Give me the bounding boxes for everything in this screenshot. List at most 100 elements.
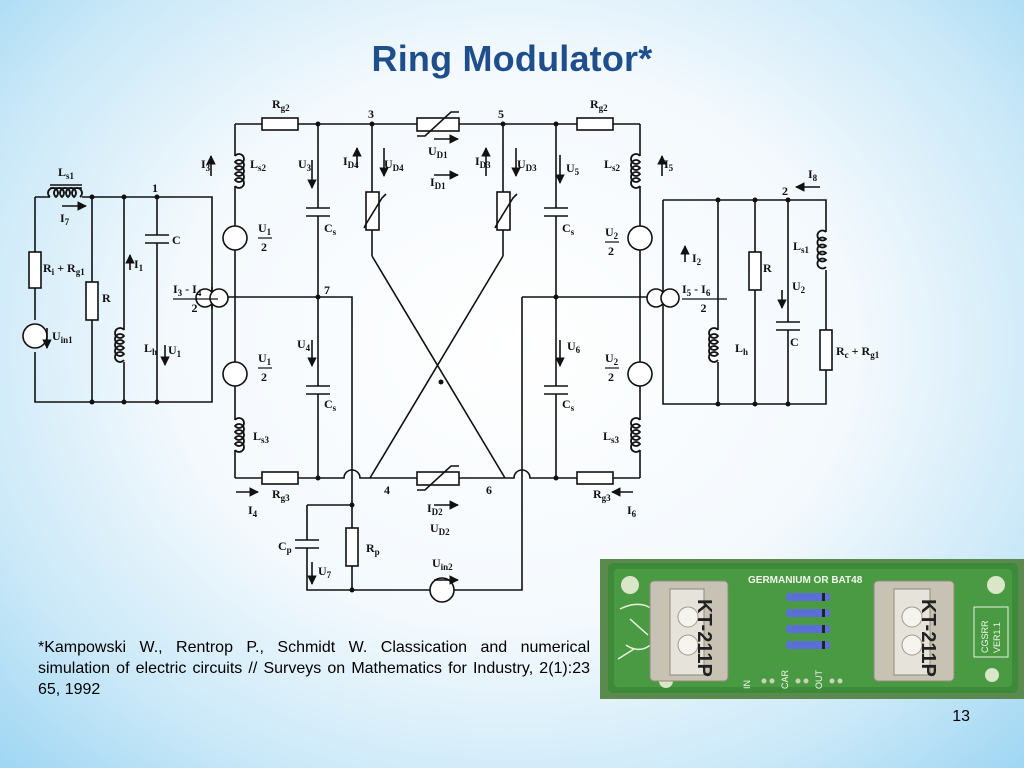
transformer-right-label: KT-211P (917, 599, 939, 677)
transformer-left: KT-211P (649, 580, 729, 682)
side-label-2: VER1.1 (992, 622, 1002, 653)
fraction-denominator-u2half-top: 2 (608, 244, 614, 258)
label-rg3-left: Rg3 (272, 487, 290, 503)
inductor-lh-left (114, 327, 126, 363)
inductor-ls1-right (816, 229, 828, 270)
capacitor-cp (295, 539, 319, 549)
label-c-right: C (790, 335, 799, 349)
label-rc-rg1: Rc + Rg1 (836, 344, 880, 360)
label-id3: ID3 (475, 154, 491, 170)
inductor-ls3-right (630, 417, 642, 453)
voltage-source-u1-top (222, 225, 248, 251)
label-node-4: 4 (384, 483, 390, 497)
inductors (47, 153, 828, 453)
label-uin2: Uin2 (432, 556, 453, 572)
label-ls3-left: Ls3 (253, 429, 270, 445)
capacitor-cs-tl (306, 207, 330, 217)
inductor-ls2-left (233, 153, 245, 189)
resistor-rg3-left (261, 471, 299, 485)
label-u6: U6 (567, 339, 581, 355)
label-i5: I5 (664, 157, 674, 173)
fraction-denominator-u1half-top: 2 (261, 240, 267, 254)
sources (22, 225, 680, 603)
board-diodes (786, 593, 830, 649)
inductor-ls2-right (630, 153, 642, 189)
label-ri-rg1: Ri + Rg1 (43, 261, 85, 277)
capacitor-c-left (145, 234, 169, 244)
pin-label-out: OUT (814, 670, 824, 690)
label-ud2: UD2 (430, 521, 450, 537)
footnote-citation: *Kampowski W., Rentrop P., Schmidt W. Cl… (38, 639, 590, 698)
label-uin1: Uin1 (52, 329, 73, 345)
label-u2: U2 (792, 279, 806, 295)
label-id2: ID2 (427, 501, 443, 517)
voltage-source-u2-bottom (627, 361, 653, 387)
slide-title: Ring Modulator* (371, 38, 653, 79)
fraction-denominator-i3-i4: 2 (192, 301, 198, 315)
voltage-source-u1-bottom (222, 361, 248, 387)
label-node-6: 6 (486, 483, 492, 497)
label-i5-i6: I5 - I6 (682, 282, 711, 298)
ring-modulator-board-photo: GERMANIUM OR BAT48 KT-211P KT-211P IN CA… (600, 559, 1024, 699)
inductor-ls1-left (47, 187, 83, 199)
label-ls3-right: Ls3 (603, 429, 620, 445)
label-u7: U7 (318, 564, 332, 580)
label-u1half-bot: U1 (258, 351, 272, 367)
label-ud3: UD3 (517, 157, 537, 173)
voltage-source-uin1 (22, 323, 48, 349)
transformer-right: KT-211P (873, 580, 955, 682)
label-cs-tr: Cs (562, 221, 575, 237)
voltage-source-uin2 (429, 577, 455, 603)
label-rg2-left: Rg2 (272, 97, 290, 113)
resistor-r-right (748, 251, 762, 291)
capacitor-cs-bl (306, 385, 330, 395)
label-node-2: 2 (782, 184, 788, 198)
label-rp: Rp (366, 541, 380, 557)
node-dots (89, 121, 791, 593)
label-cs-bl: Cs (324, 397, 337, 413)
label-i4: I4 (248, 503, 258, 519)
label-i6: I6 (627, 503, 637, 519)
resistor-ri-rg1 (28, 251, 42, 289)
label-node-1: 1 (152, 181, 158, 195)
label-node-7: 7 (324, 283, 330, 297)
resistor-rp (345, 527, 359, 567)
side-label-1: CGSRR (980, 620, 990, 653)
label-ud4: UD4 (384, 157, 404, 173)
label-i1: I1 (134, 257, 144, 273)
label-ud1: UD1 (428, 144, 448, 160)
resistor-rc-rg1 (819, 329, 833, 371)
pin-label-car: CAR (780, 669, 790, 689)
label-r-right: R (763, 261, 772, 275)
resistor-rg2-left (261, 117, 299, 131)
transformer-left-label: KT-211P (693, 599, 715, 677)
label-cs-br: Cs (562, 397, 575, 413)
label-i2: I2 (692, 251, 702, 267)
label-lh-left: Lh (144, 341, 157, 357)
label-u3: U3 (298, 157, 312, 173)
diode-d3 (494, 191, 518, 231)
label-i8: I8 (808, 167, 818, 183)
label-node-5: 5 (498, 107, 504, 121)
resistor-rg3-right (576, 471, 614, 485)
label-u4: U4 (297, 337, 311, 353)
inductor-lh-right (708, 327, 720, 363)
label-ls1-left: Ls1 (58, 165, 75, 181)
label-ls1-right: Ls1 (793, 239, 810, 255)
label-cs-tl: Cs (324, 221, 337, 237)
fraction-denominator-u2half-bot: 2 (608, 370, 614, 384)
label-r-left: R (102, 291, 111, 305)
diode-d1 (416, 111, 460, 137)
label-u1half-top: U1 (258, 221, 272, 237)
fraction-denominator-i5-i6: 2 (701, 301, 707, 315)
label-u5: U5 (566, 161, 580, 177)
current-source-right (646, 288, 680, 308)
label-id1: ID1 (430, 175, 446, 191)
current-source-left (195, 288, 229, 308)
resistor-r-left (85, 281, 99, 321)
capacitor-cs-tr (544, 207, 568, 217)
page-number: 13 (952, 708, 970, 725)
diode-d4 (363, 191, 387, 231)
label-u2half-bot: U2 (605, 351, 619, 367)
